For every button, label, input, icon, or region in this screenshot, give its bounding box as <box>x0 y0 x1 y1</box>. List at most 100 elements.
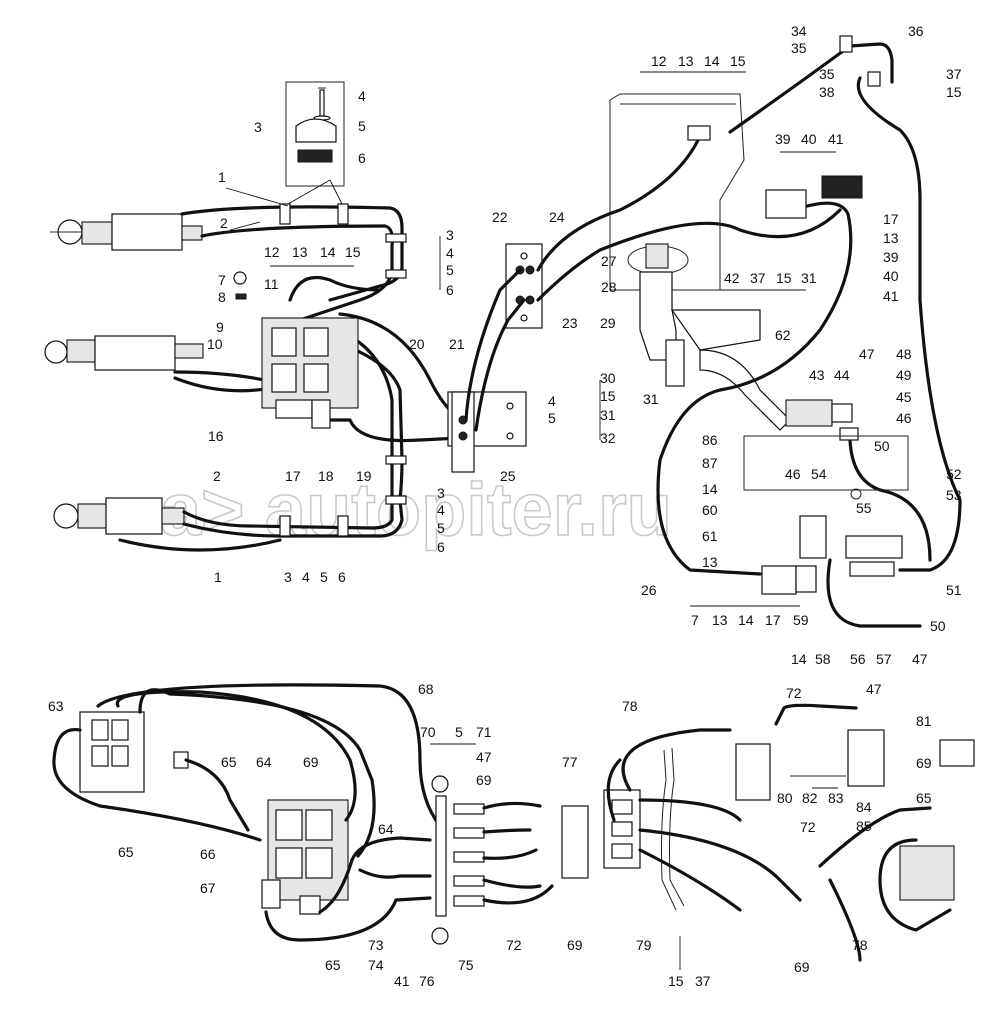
callout-label: 70 <box>420 724 436 740</box>
callout-label: 15 <box>776 270 792 286</box>
callout-label: 40 <box>801 131 817 147</box>
callout-label: 72 <box>786 685 802 701</box>
callout-label: 2 <box>213 468 221 484</box>
callout-label: 69 <box>794 959 810 975</box>
callout-label: 31 <box>801 270 817 286</box>
callout-label: 79 <box>636 937 652 953</box>
callout-label: 16 <box>208 428 224 444</box>
callout-label: 43 <box>809 367 825 383</box>
callout-label: 9 <box>216 319 224 335</box>
callout-label: 11 <box>264 276 279 292</box>
callout-label: 35 <box>819 66 835 82</box>
callout-label: 23 <box>562 315 578 331</box>
hoses-bottom-right <box>606 703 952 962</box>
callout-label: 25 <box>500 468 516 484</box>
callout-label: 78 <box>622 698 638 714</box>
callout-label: 12 <box>264 244 280 260</box>
callout-label: 5 <box>320 569 328 585</box>
callout-label: 80 <box>777 790 793 806</box>
sensors-top-right <box>765 35 881 219</box>
callout-label: 69 <box>916 755 932 771</box>
callout-label: 73 <box>368 937 384 953</box>
callout-label: 5 <box>455 724 463 740</box>
callout-label: 24 <box>549 209 565 225</box>
callout-label: 26 <box>641 582 657 598</box>
callout-label: 6 <box>446 282 454 298</box>
callout-label: 54 <box>811 466 827 482</box>
callout-label: 47 <box>912 651 928 667</box>
callout-label: 71 <box>476 724 492 740</box>
bracket-plate-25 <box>447 391 527 473</box>
callout-label: 4 <box>548 393 556 409</box>
callout-label: 64 <box>378 821 394 837</box>
distributor-bottom-right <box>603 729 975 911</box>
callout-label: 4 <box>437 502 445 518</box>
callout-label: 59 <box>793 612 809 628</box>
callout-label: 65 <box>118 844 134 860</box>
callout-label: 17 <box>883 211 899 227</box>
callout-label: 69 <box>567 937 583 953</box>
cylinder-top <box>50 213 203 251</box>
callout-label: 2 <box>220 215 228 231</box>
callout-label: 74 <box>368 957 384 973</box>
callout-label: 51 <box>946 582 962 598</box>
callout-label: 72 <box>800 819 816 835</box>
cylinder-middle <box>44 335 204 371</box>
callout-label: 10 <box>207 336 223 352</box>
callout-label: 87 <box>702 455 718 471</box>
callout-label: 41 <box>394 973 410 989</box>
callout-label: 29 <box>600 315 616 331</box>
callout-label: 17 <box>285 468 301 484</box>
filter-assembly <box>743 399 909 500</box>
callout-label: 13 <box>678 53 694 69</box>
callout-label: 39 <box>775 131 791 147</box>
callout-label: 65 <box>916 790 932 806</box>
callout-label: 47 <box>476 749 492 765</box>
callout-label: 77 <box>562 754 578 770</box>
manifold-plate-bottom <box>431 775 589 945</box>
callout-label: 63 <box>48 698 64 714</box>
callout-label: 15 <box>600 388 616 404</box>
callout-label: 5 <box>437 520 445 536</box>
callout-label: 15 <box>730 53 746 69</box>
callout-label: 6 <box>338 569 346 585</box>
callout-label: 82 <box>802 790 818 806</box>
callout-label: 53 <box>946 487 962 503</box>
callout-label: 13 <box>712 612 728 628</box>
callout-label: 72 <box>506 937 522 953</box>
callout-label: 49 <box>896 367 912 383</box>
callout-label: 17 <box>765 612 781 628</box>
callout-label: 3 <box>284 569 292 585</box>
callout-label: 6 <box>437 539 445 555</box>
callout-label: 68 <box>418 681 434 697</box>
callout-label: 31 <box>600 407 616 423</box>
callout-label: 55 <box>856 500 872 516</box>
callout-label: 3 <box>254 119 262 135</box>
cylinder-bottom <box>53 497 185 535</box>
air-duct <box>639 243 791 431</box>
callout-label: 3 <box>446 227 454 243</box>
callout-label: 14 <box>704 53 720 69</box>
callout-label: 81 <box>916 713 932 729</box>
callout-label: 64 <box>256 754 272 770</box>
callout-label: 21 <box>449 336 465 352</box>
callout-label: 4 <box>302 569 310 585</box>
callout-label: 8 <box>218 289 226 305</box>
callout-label: 30 <box>600 370 616 386</box>
callout-label: 47 <box>859 346 875 362</box>
callout-label: 61 <box>702 528 718 544</box>
callout-label: 56 <box>850 651 866 667</box>
callout-label: 28 <box>601 279 617 295</box>
watermark-text: a> autopiter.ru <box>160 468 672 551</box>
callout-label: 22 <box>492 209 508 225</box>
callout-label: 40 <box>883 268 899 284</box>
callout-label: 4 <box>446 245 454 261</box>
callout-label: 4 <box>358 88 366 104</box>
callout-label: 47 <box>866 681 882 697</box>
callout-label: 83 <box>828 790 844 806</box>
callout-label: 14 <box>791 651 807 667</box>
clamps-top-left <box>279 203 407 537</box>
callout-label: 67 <box>200 880 216 896</box>
callout-label: 37 <box>695 973 711 989</box>
